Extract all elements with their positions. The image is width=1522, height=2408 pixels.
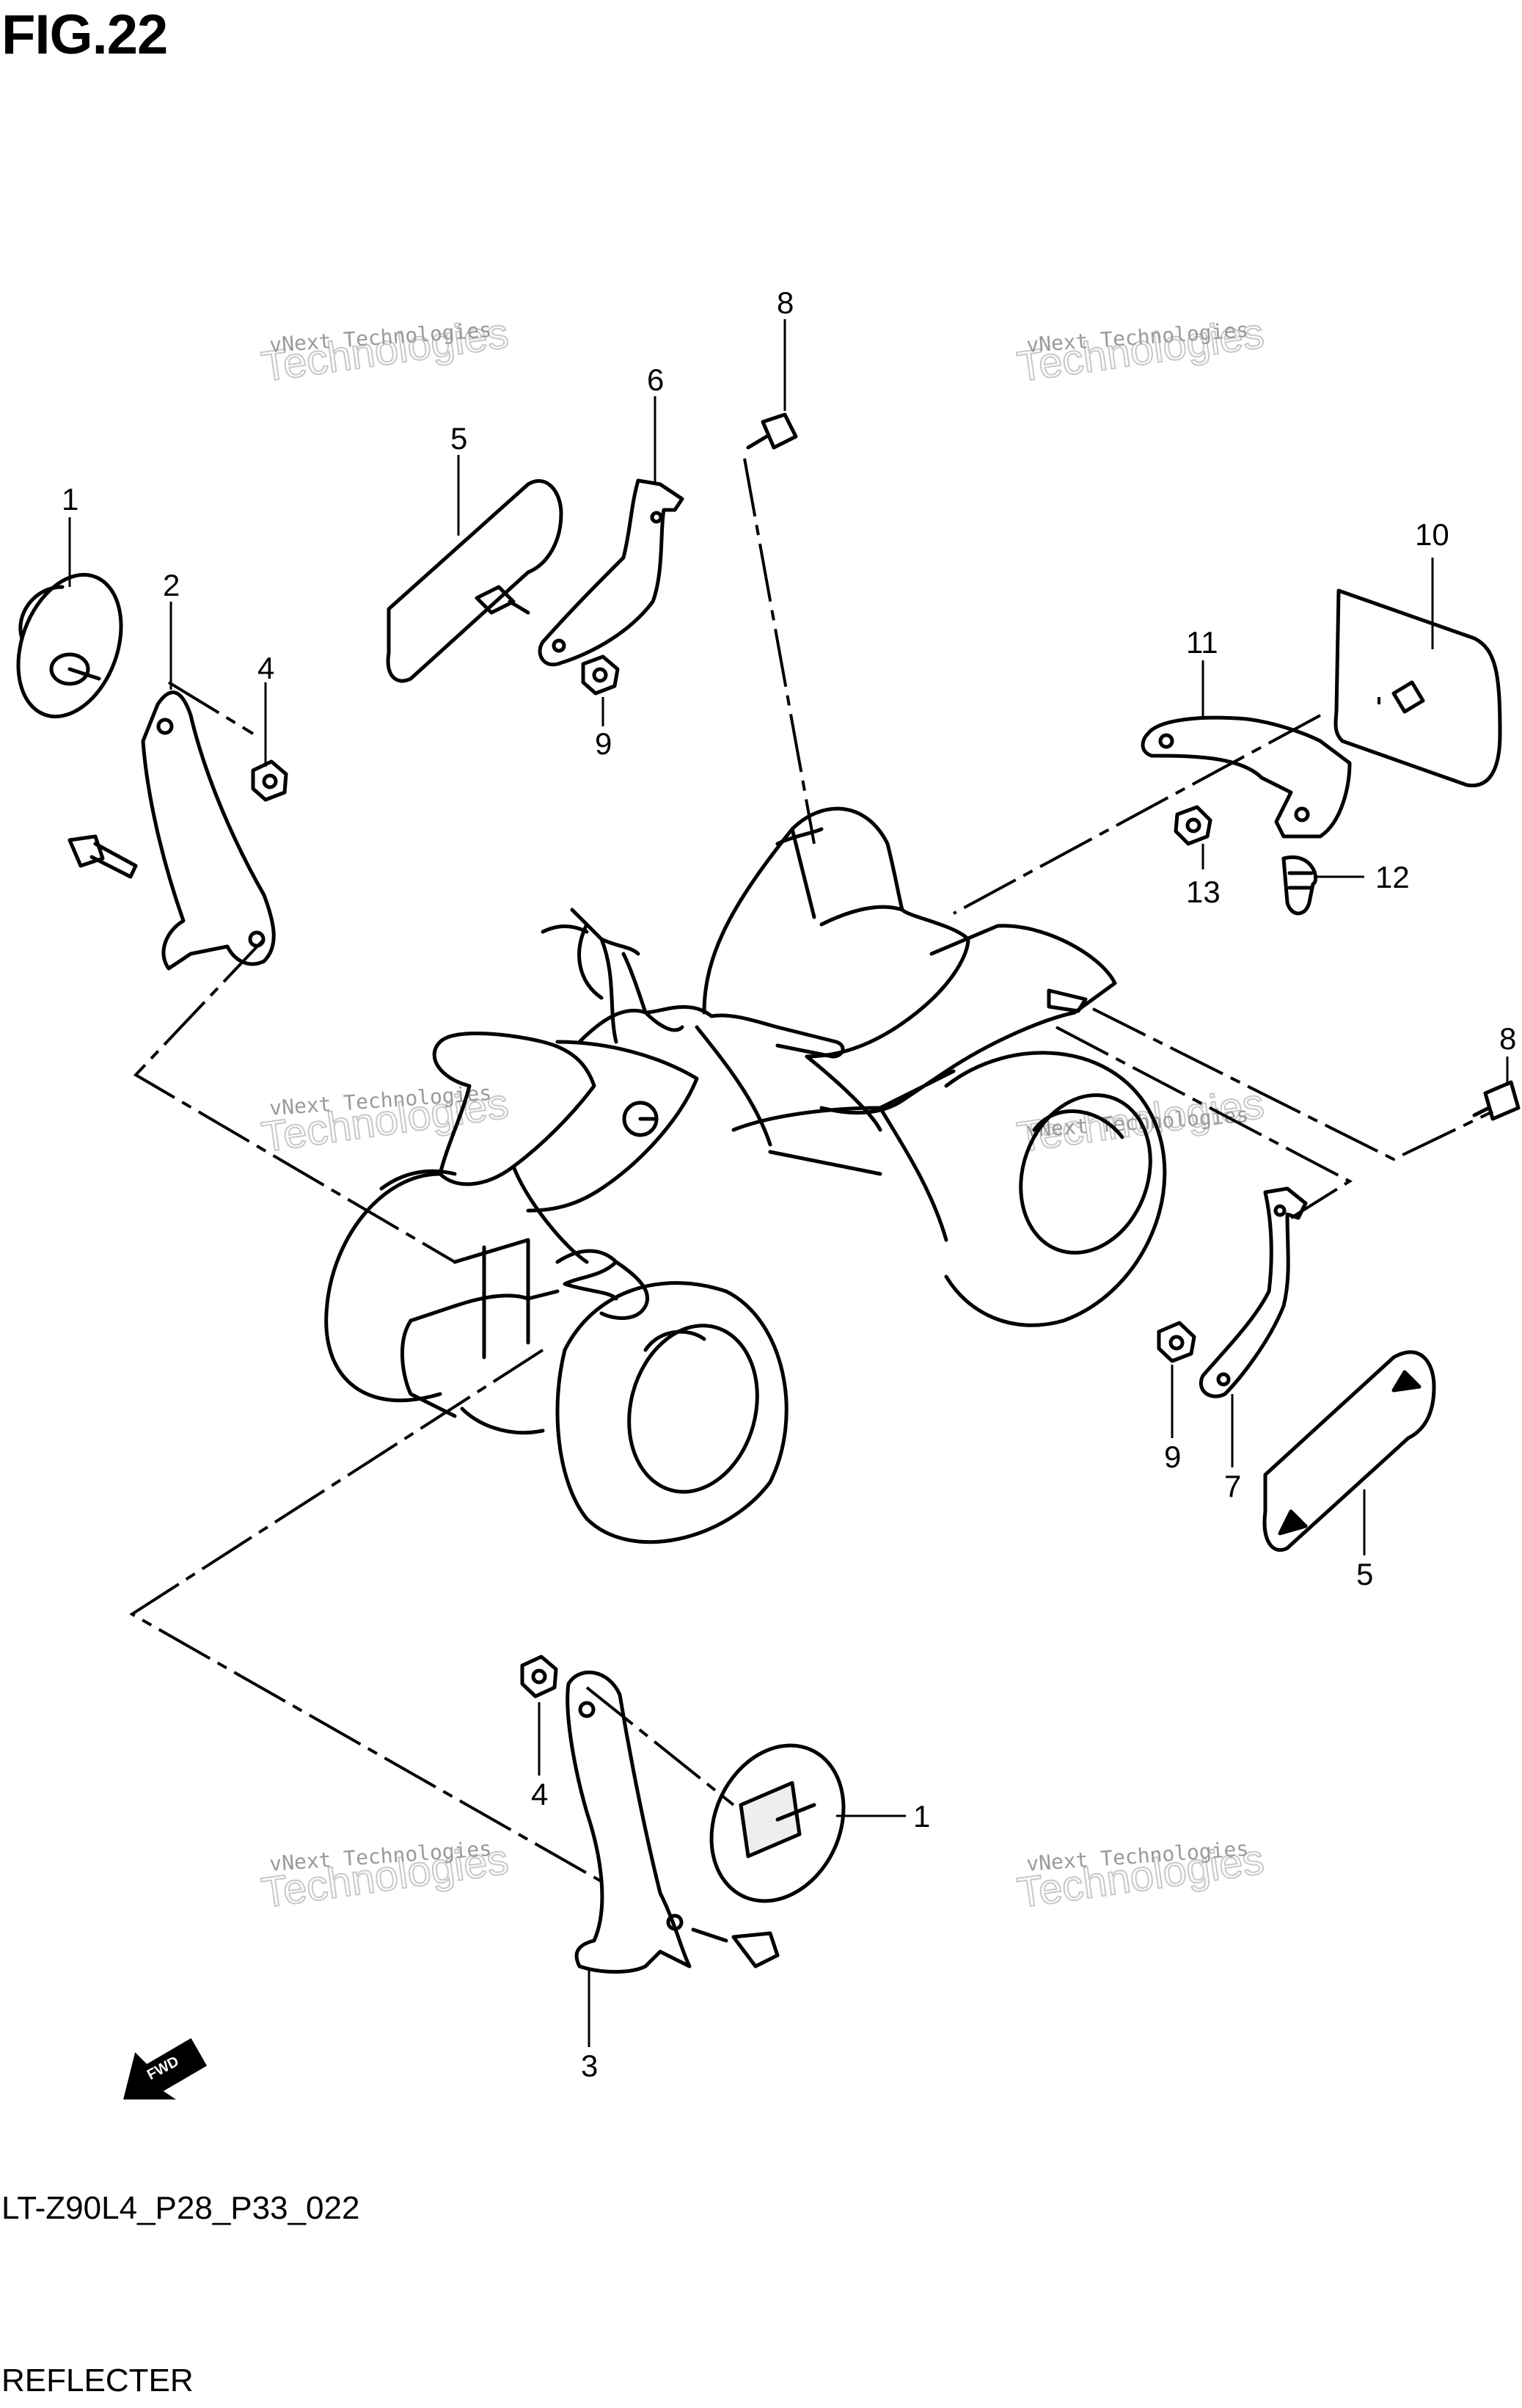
callout-9-upper: 9 [595,726,612,761]
callout-5-right: 5 [1356,1557,1373,1591]
reflector-rect-upper [386,479,563,683]
callout-9-right: 9 [1164,1440,1181,1474]
bracket-left-upper [141,690,276,971]
bolt-8-right [1472,1080,1521,1121]
bracket-3 [566,1671,692,1974]
callout-6: 6 [647,362,664,397]
callout-3: 3 [581,2048,598,2083]
callout-1-lower: 1 [913,1799,930,1834]
reflector-rect-10 [1333,588,1502,788]
diagram-code: LT-Z90L4_P28_P33_022 [1,2190,360,2226]
callout-2: 2 [163,568,180,602]
callout-7: 7 [1224,1469,1241,1503]
bracket-6 [538,478,684,667]
callout-4-lower: 4 [531,1777,548,1812]
watermark-group: Technologies vNext Technologies Technolo… [258,308,1267,1917]
nut-4-upper [251,759,288,802]
reflector-round-left [16,572,123,719]
nut-4-lower [520,1654,558,1699]
screw-12 [1281,855,1318,916]
callout-5-upper: 5 [450,421,467,456]
callout-8-right: 8 [1499,1021,1516,1056]
fwd-arrow-icon: FWD [123,2037,208,2100]
section-name: REFLECTER [1,2363,194,2398]
callout-11: 11 [1186,625,1218,660]
bolt-8-upper [746,412,798,450]
callout-4-upper: 4 [257,651,274,685]
callout-1-upper: 1 [62,482,78,517]
bolt-left-upper [67,834,138,879]
nut-9-right [1157,1321,1196,1363]
callout-8-upper: 8 [777,285,794,320]
nut-9-upper [581,654,620,696]
bolt-lower [691,1927,780,1969]
bracket-11 [1141,715,1352,839]
reflector-round-lower [709,1743,846,1903]
leader-lines [129,458,1493,1887]
atv-body [324,806,1167,1544]
callout-numbers: 1 2 4 5 6 8 9 10 11 12 13 8 9 7 5 4 1 3 [62,285,1516,2083]
reflector-rect-5-right [1262,1350,1436,1552]
callout-10: 10 [1415,517,1449,552]
nut-13 [1174,805,1212,846]
callout-13: 13 [1186,875,1221,909]
bracket-7 [1199,1186,1308,1398]
callout-12: 12 [1375,860,1410,894]
figure-title: FIG.22 [1,4,168,66]
callout-leaders [68,319,1509,2047]
